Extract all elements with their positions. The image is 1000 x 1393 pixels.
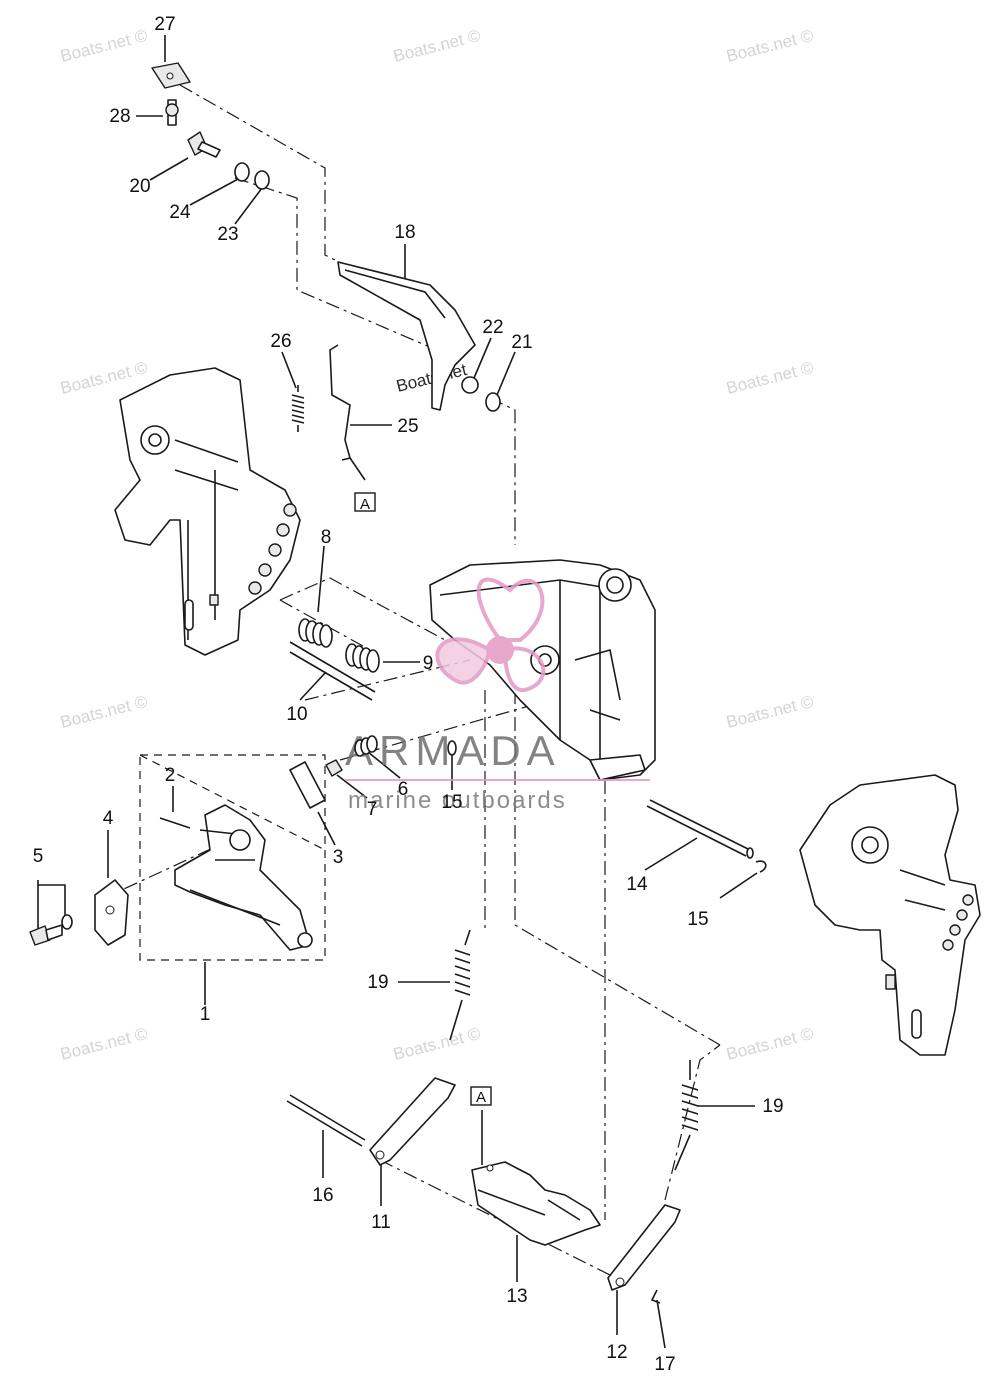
plate-4 (94, 879, 129, 946)
watermark: Boats.net © (724, 1024, 815, 1064)
spring-26 (291, 385, 305, 432)
pin-2 (159, 817, 191, 829)
label-27: 27 (154, 14, 175, 35)
label-19b: 19 (762, 1096, 783, 1117)
shaft-14 (646, 799, 754, 859)
label-8: 8 (321, 527, 332, 548)
label-25: 25 (397, 416, 418, 437)
part-labels: 27 28 20 24 23 18 22 21 26 25 8 9 10 2 4… (33, 14, 784, 1375)
pin-3 (289, 761, 326, 809)
label-13: 13 (506, 1286, 527, 1307)
leader-lines (37, 35, 758, 1349)
label-26: 26 (270, 331, 291, 352)
bolt-5 (29, 914, 73, 946)
tilt-lock-assembly-1 (174, 804, 313, 951)
label-3: 3 (333, 847, 344, 868)
label-28: 28 (109, 106, 130, 127)
clip-17 (650, 1289, 661, 1304)
ring-15a (447, 740, 457, 756)
label-22: 22 (482, 317, 503, 338)
ref-a-label: A (476, 1089, 486, 1106)
brand-tagline: marine outboards (348, 787, 567, 814)
spring-6 (354, 735, 378, 757)
label-10: 10 (286, 704, 307, 725)
label-5: 5 (33, 846, 44, 867)
left-clamp-bracket (114, 367, 301, 656)
spring-8 (298, 618, 333, 648)
label-11: 11 (371, 1212, 391, 1233)
brand-logo: ARMADA marine outboards (345, 577, 650, 814)
bolt-20 (187, 131, 221, 158)
lever-12 (607, 1204, 681, 1291)
label-18: 18 (394, 222, 415, 243)
label-7: 7 (367, 799, 378, 820)
shaft-10 (289, 641, 376, 693)
label-4: 4 (103, 808, 114, 829)
label-2: 2 (165, 765, 176, 786)
watermark: Boats.net © (58, 26, 149, 66)
lever-18 (337, 261, 476, 411)
label-9: 9 (423, 653, 434, 674)
right-clamp-bracket (799, 774, 981, 1056)
clip-7 (325, 759, 343, 777)
watermark: Boats.net © (58, 1024, 149, 1064)
label-6: 6 (398, 779, 409, 800)
washer-21 (485, 392, 501, 412)
ring-15b (755, 860, 767, 873)
nut-27 (151, 62, 191, 89)
label-19a: 19 (367, 972, 388, 993)
watermark: Boats.net © (724, 358, 815, 398)
ref-box-a1: A (354, 492, 376, 513)
watermark: Boats.net © (724, 26, 815, 66)
label-15b: 15 (687, 909, 708, 930)
washer-24 (234, 162, 250, 182)
lever-11 (369, 1077, 456, 1166)
label-20: 20 (129, 176, 150, 197)
watermark: Boats.net © (58, 692, 149, 732)
rod-25 (329, 344, 351, 461)
label-17: 17 (654, 1354, 675, 1375)
bracket-13 (471, 1161, 601, 1246)
label-23: 23 (217, 224, 238, 245)
label-14: 14 (626, 874, 648, 895)
label-21: 21 (511, 332, 532, 353)
spring-19b (674, 1060, 699, 1171)
washer-23 (254, 170, 270, 190)
watermark: Boats.net © (391, 1024, 482, 1064)
ref-a-label: A (360, 496, 370, 513)
watermark: Boats.net © (724, 692, 815, 732)
label-16: 16 (312, 1185, 333, 1206)
label-15a: 15 (441, 792, 462, 813)
spring-9 (345, 643, 380, 673)
label-1: 1 (200, 1004, 211, 1025)
spring-19a (449, 929, 471, 1041)
label-24: 24 (169, 202, 191, 223)
ref-box-a2: A (470, 1086, 492, 1106)
rod-16 (286, 1094, 366, 1147)
collar-22 (461, 376, 479, 394)
bolt-28 (165, 99, 179, 126)
watermark: Boats.net © (391, 26, 482, 66)
label-12: 12 (606, 1342, 627, 1363)
